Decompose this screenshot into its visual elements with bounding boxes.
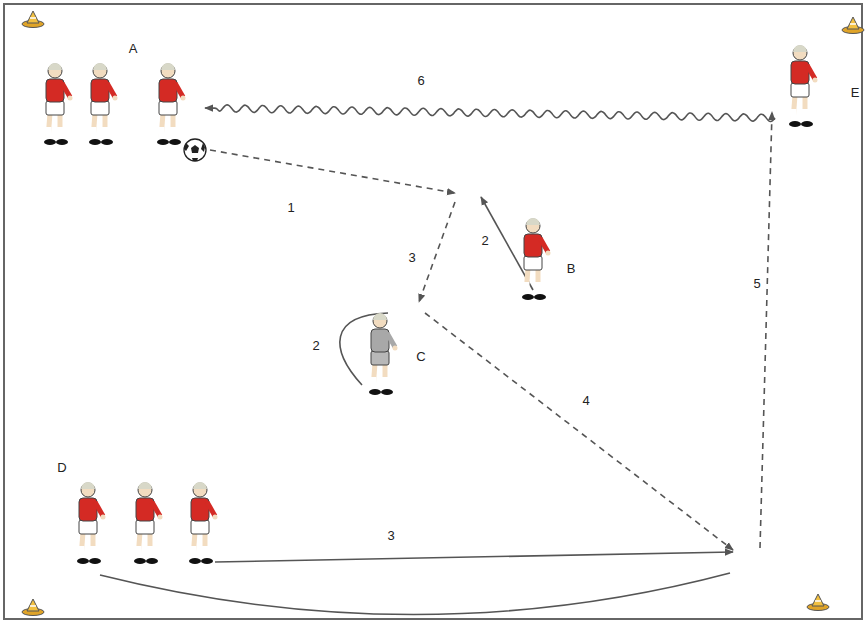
callout-number: 1 — [285, 200, 296, 215]
cone — [22, 599, 44, 616]
movement-lines — [100, 105, 775, 615]
cone — [22, 11, 44, 28]
player-figure — [77, 482, 106, 564]
cone — [842, 17, 864, 34]
pass-line — [425, 313, 733, 550]
callout-number: 3 — [406, 250, 417, 265]
callout-number: 3 — [385, 528, 396, 543]
ball — [184, 139, 206, 161]
player-figure — [369, 313, 398, 395]
callout-number: 2 — [310, 338, 321, 353]
pass-line — [419, 202, 455, 302]
callout-number: 2 — [479, 233, 490, 248]
run-curve — [340, 313, 388, 385]
dribble-line — [205, 105, 775, 122]
player-label: E — [849, 85, 862, 100]
player-label: B — [565, 261, 578, 276]
player-figure — [44, 63, 73, 145]
field-border — [4, 4, 862, 619]
pass-line — [760, 112, 772, 548]
cones — [22, 11, 864, 616]
player-label: C — [414, 349, 427, 364]
player-figure — [189, 482, 218, 564]
callout-number: 5 — [751, 276, 762, 291]
player-figure — [134, 482, 163, 564]
pass-line — [210, 150, 455, 193]
players — [44, 45, 818, 564]
player-figure — [89, 63, 118, 145]
player-label: D — [55, 460, 68, 475]
callout-number: 6 — [415, 73, 426, 88]
cone — [807, 594, 829, 611]
run-line — [215, 552, 733, 562]
player-figure — [522, 218, 551, 300]
callout-number: 4 — [580, 393, 591, 408]
player-figure — [157, 63, 186, 145]
return-run-curve — [100, 573, 730, 615]
player-label: A — [127, 41, 140, 56]
player-figure — [789, 45, 818, 127]
